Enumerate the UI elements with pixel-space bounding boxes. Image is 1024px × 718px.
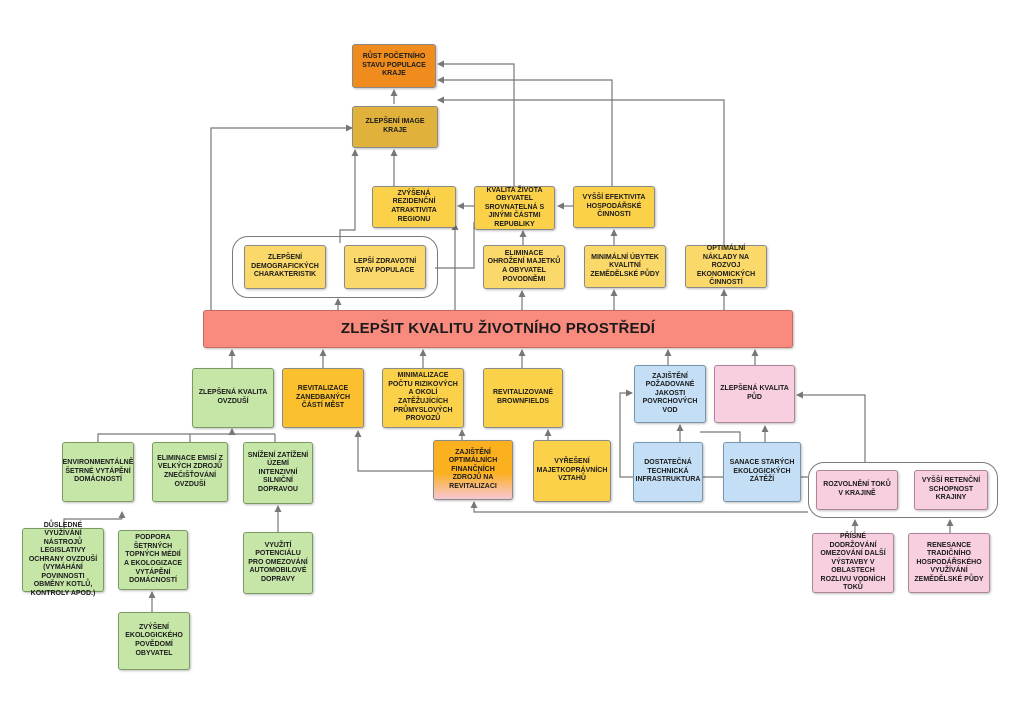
node-ekologicke-zateze: SANACE STARÝCH EKOLOGICKÝCH ZÁTĚŽÍ — [723, 442, 801, 502]
node-majetkopravni-vztahy: VYŘEŠENÍ MAJETKOPRÁVNÍCH VZTAHŮ — [533, 440, 611, 502]
node-silnicni-doprava: SNÍŽENÍ ZATÍŽENÍ ÚZEMÍ INTENZIVNÍ SILNIČ… — [243, 442, 313, 504]
node-renesance-hospodareni: RENESANCE TRADIČNÍHO HOSPODÁŘSKÉHO VYUŽÍ… — [908, 533, 990, 593]
node-ohrozeni-povodnemi: ELIMINACE OHROŽENÍ MAJETKŮ A OBYVATEL PO… — [483, 245, 565, 289]
node-ekologicke-povedomi: ZVÝŠENÍ EKOLOGICKÉHO POVĚDOMÍ OBYVATEL — [118, 612, 190, 670]
node-setrne-vytapeni: ENVIRONMENTÁLNĚ ŠETRNÉ VYTÁPĚNÍ DOMÁCNOS… — [62, 442, 134, 502]
node-ubytek-pudy: MINIMÁLNÍ ÚBYTEK KVALITNÍ ZEMĚDĚLSKÉ PŮD… — [584, 245, 666, 288]
node-eliminace-emisi: ELIMINACE EMISÍ Z VELKÝCH ZDROJŮ ZNEČIŠŤ… — [152, 442, 228, 502]
node-setrna-topna-media: PODPORA ŠETRNÝCH TOPNÝCH MÉDIÍ A EKOLOGI… — [118, 530, 188, 590]
group-health-demography — [232, 236, 438, 298]
node-brownfields: REVITALIZOVANÉ BROWNFIELDS — [483, 368, 563, 428]
node-rust-populace: RŮST POČETNÍHO STAVU POPULACE KRAJE — [352, 44, 436, 88]
node-jakost-vod: ZAJIŠTĚNÍ POŽADOVANÉ JAKOSTI POVRCHOVÝCH… — [634, 365, 706, 423]
node-rozvolneni-toku: ROZVOLNĚNÍ TOKŮ V KRAJINĚ — [816, 470, 898, 510]
node-kvalita-zivota: KVALITA ŽIVOTA OBYVATEL SROVNATELNÁ S JI… — [474, 186, 555, 230]
node-kvalita-ovzdusi: ZLEPŠENÁ KVALITA OVZDUŠÍ — [192, 368, 274, 428]
node-main-goal: ZLEPŠIT KVALITU ŽIVOTNÍHO PROSTŘEDÍ — [203, 310, 793, 348]
node-zdravotni-stav: LEPŠÍ ZDRAVOTNÍ STAV POPULACE — [344, 245, 426, 289]
group-landscape — [808, 462, 998, 518]
node-naklady-rozvoj: OPTIMÁLNÍ NÁKLADY NA ROZVOJ EKONOMICKÝCH… — [685, 245, 767, 288]
node-kvalita-pud: ZLEPŠENÁ KVALITA PŮD — [714, 365, 795, 423]
node-demograficke-charakteristiky: ZLEPŠENÍ DEMOGRAFICKÝCH CHARAKTERISTIK — [244, 245, 326, 289]
node-automobilova-doprava: VYUŽITÍ POTENCIÁLU PRO OMEZOVÁNÍ AUTOMOB… — [243, 532, 313, 594]
node-minimalizace-provozu: MINIMALIZACE POČTU RIZIKOVÝCH A OKOLÍ ZA… — [382, 368, 464, 428]
node-technicka-infrastruktura: DOSTATEČNÁ TECHNICKÁ INFRASTRUKTURA — [633, 442, 703, 502]
node-financni-zdroje: ZAJIŠTĚNÍ OPTIMÁLNÍCH FINANČNÍCH ZDROJŮ … — [433, 440, 513, 500]
node-revitalizace-mest: REVITALIZACE ZANEDBANÝCH ČÁSTÍ MĚST — [282, 368, 364, 428]
node-efektivita: VYŠŠÍ EFEKTIVITA HOSPODÁŘSKÉ ČINNOSTI — [573, 186, 655, 228]
node-omezovani-vystavby: PŘÍSNÉ DODRŽOVÁNÍ OMEZOVÁNÍ DALŠÍ VÝSTAV… — [812, 533, 894, 593]
node-rezidencni-atraktivita: ZVÝŠENÁ REZIDENČNÍ ATRAKTIVITA REGIONU — [372, 186, 456, 228]
node-image-kraje: ZLEPŠENÍ IMAGE KRAJE — [352, 106, 438, 148]
node-retencni-schopnost: VYŠŠÍ RETENČNÍ SCHOPNOST KRAJINY — [914, 470, 988, 510]
node-legislativa-ovzdusi: DŮSLEDNÉ VYUŽÍVÁNÍ NÁSTROJŮ LEGISLATIVY … — [22, 522, 104, 597]
